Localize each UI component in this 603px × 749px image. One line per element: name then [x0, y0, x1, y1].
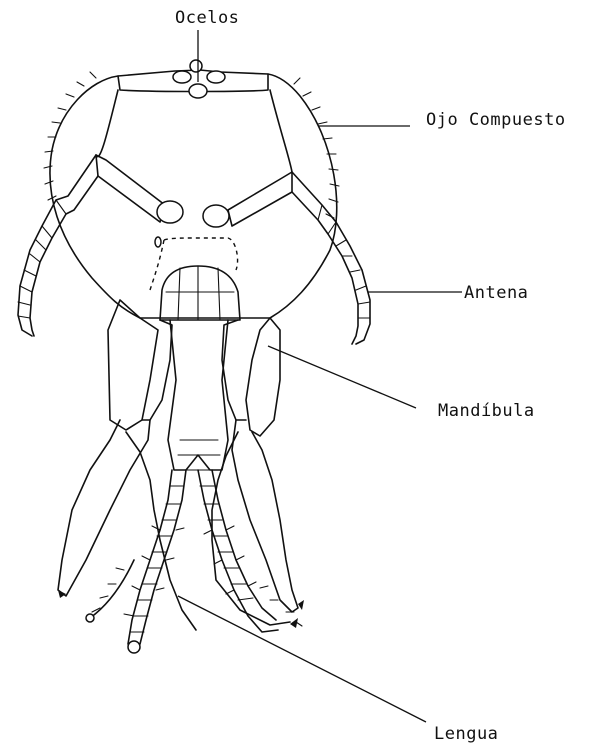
label-lengua: Lengua: [434, 724, 498, 744]
labium: [168, 320, 228, 470]
mouthpart-right: [212, 318, 298, 625]
ocellus-bottom: [189, 84, 207, 98]
mouthpart-bristles: [92, 568, 302, 626]
head-bristles-left: [44, 72, 96, 200]
ocelli-group: [173, 60, 225, 98]
ocellus-right: [207, 71, 225, 83]
mouthpart-right-outer-tip: [298, 600, 304, 610]
compound-eye-left: [96, 90, 118, 157]
compound-eye-right: [270, 90, 292, 172]
lengua-leader: [178, 596, 426, 722]
mandibula-leader: [268, 346, 416, 408]
palp-tip-left: [86, 614, 94, 622]
label-ojo-compuesto: Ojo Compuesto: [426, 110, 566, 130]
ocellus-left: [173, 71, 191, 83]
mouthpart-left-tip: [58, 590, 66, 598]
clypeal-spot: [155, 237, 161, 247]
mouthpart-left: [58, 300, 196, 630]
labrum: [160, 266, 240, 320]
label-mandibula: Mandíbula: [438, 401, 535, 421]
mouthpart-right-tip: [290, 618, 298, 628]
label-ocelos: Ocelos: [175, 8, 239, 28]
head-bristles-right: [294, 78, 339, 218]
ocellus-top: [190, 60, 202, 72]
label-antena: Antena: [464, 283, 528, 303]
clypeus-suture: [164, 238, 238, 270]
